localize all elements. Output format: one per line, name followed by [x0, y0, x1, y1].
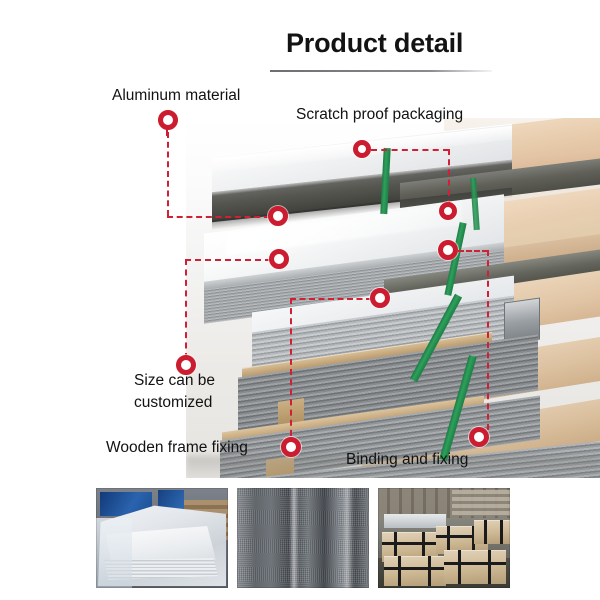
thumb3-floor [378, 558, 510, 588]
title-underline-rule [270, 70, 492, 72]
thumb3-pallet-2 [436, 526, 488, 554]
thumb3-sheet-stack [384, 514, 446, 528]
marker-pin-head-icon [158, 110, 178, 130]
thumbnail-strip [0, 488, 600, 592]
thumb1-sheet-edges [104, 558, 218, 580]
thumb1-blue-panel [100, 492, 152, 516]
floor-shadow [186, 456, 600, 478]
thumb2-highlight-2 [341, 488, 353, 588]
thumbnail-brushed-texture[interactable] [237, 488, 369, 588]
thumb3-pallet-3 [384, 556, 446, 586]
thumb3-storage-rack [378, 488, 510, 518]
thumb2-highlight-1 [289, 488, 299, 588]
thumb3-pallet-4 [444, 550, 506, 584]
thumb2-grain-overlay [237, 488, 369, 588]
thumb1-sheet-face [106, 526, 216, 572]
thumb3-pallet-1 [382, 532, 438, 562]
header: Product detail [0, 0, 600, 78]
thumbnail-warehouse[interactable] [378, 488, 510, 588]
thumb1-pallet [166, 500, 228, 540]
photo-content [186, 118, 600, 478]
thumb2-brushed-surface [237, 488, 369, 588]
thumb3-storage-rack-2 [452, 490, 510, 516]
connector-aluminum-material-vertical [167, 132, 169, 216]
thumbnail-wrapped-sheets[interactable] [96, 488, 228, 588]
annotation-label-aluminum-material: Aluminum material [112, 87, 241, 104]
thumb1-blue-panel-2 [158, 490, 184, 510]
marker-pin-aluminum-material[interactable] [158, 110, 178, 136]
thumb1-background [96, 488, 228, 588]
thumb1-plastic-wrap [98, 505, 226, 586]
marker-pin-tail-icon [166, 127, 168, 136]
page-title: Product detail [286, 28, 464, 58]
thumb3-background [378, 488, 510, 588]
thumb3-pallet-5 [474, 520, 510, 544]
main-product-photo [186, 118, 600, 478]
thumb1-protective-film [96, 518, 132, 588]
